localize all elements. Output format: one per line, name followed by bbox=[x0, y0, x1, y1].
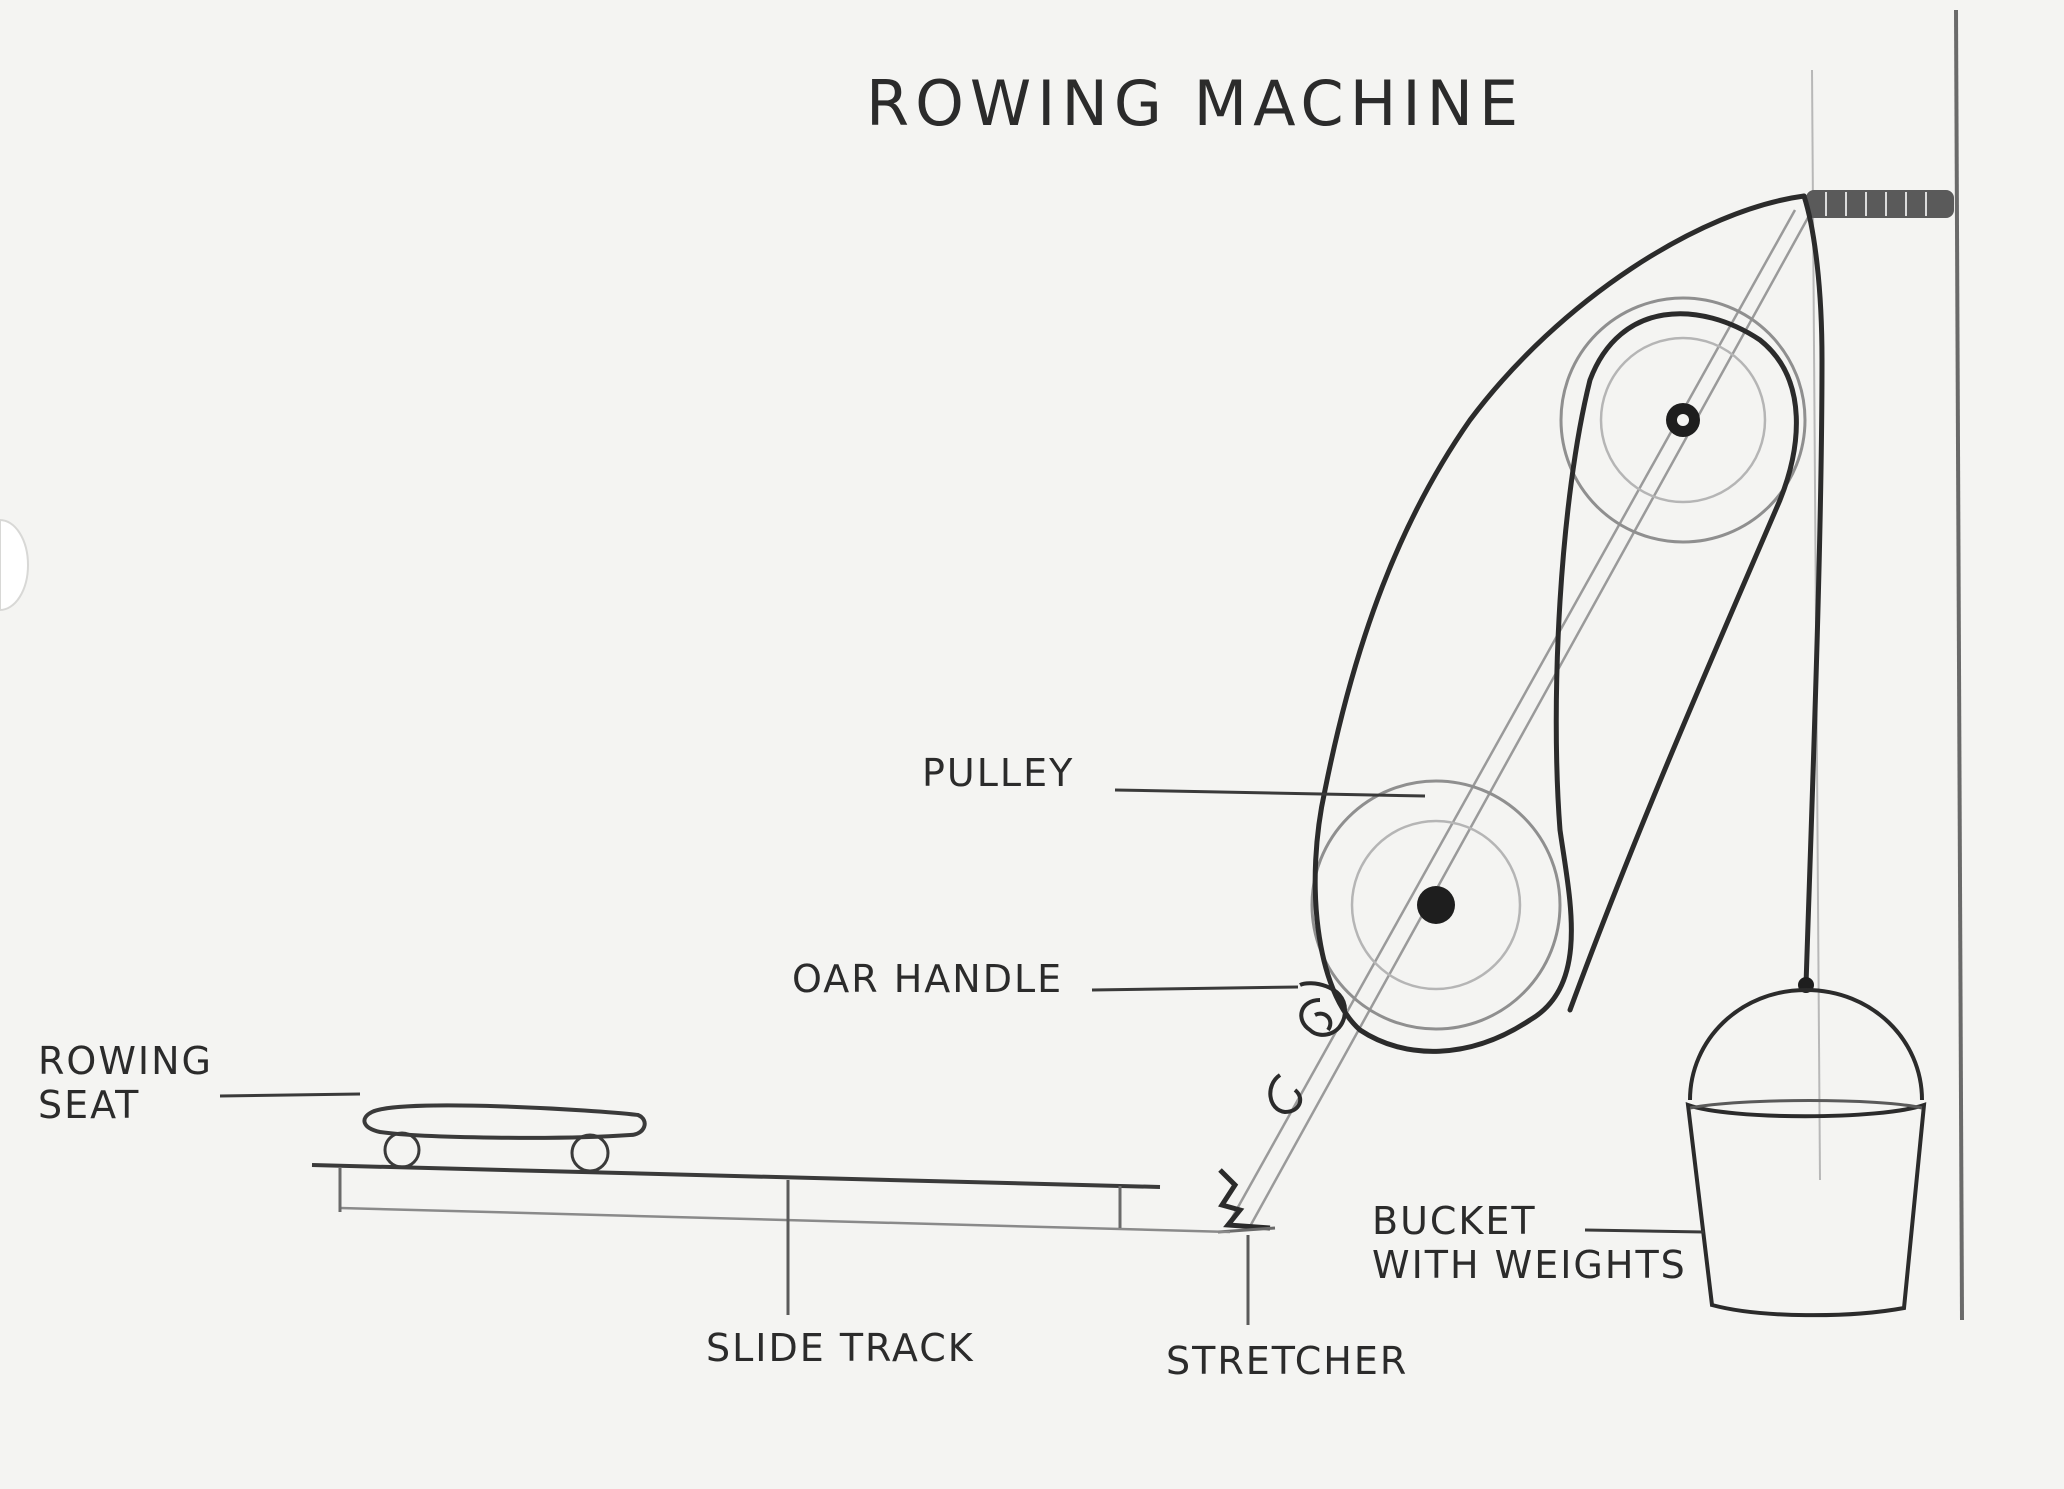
bucket-handle bbox=[1688, 987, 1924, 1101]
oar-handle-sketch bbox=[1299, 981, 1348, 1037]
punch-hole bbox=[0, 518, 29, 612]
bucket-body bbox=[1685, 1102, 1927, 1318]
leader-oar-handle bbox=[1091, 985, 1299, 992]
oar-hook bbox=[1268, 1073, 1303, 1115]
stretcher-sketch bbox=[1218, 1168, 1271, 1231]
label-slide-track: Slide Track bbox=[706, 1326, 975, 1370]
leader-rowing-seat bbox=[219, 1092, 361, 1098]
rowing-seat-top bbox=[362, 1103, 647, 1140]
frame-line bbox=[1226, 209, 1797, 1226]
lower-pulley-outer bbox=[1310, 779, 1562, 1031]
seat-wheel-right bbox=[570, 1133, 610, 1173]
label-rowing-seat: Rowing Seat bbox=[38, 1039, 213, 1127]
wall-bracket bbox=[1806, 190, 1954, 218]
rope-to-bucket bbox=[1801, 193, 1825, 988]
wall-bracket-coils bbox=[1825, 192, 1927, 216]
lower-pulley-axle bbox=[1417, 886, 1455, 924]
wall-line bbox=[1954, 9, 1964, 1321]
lower-pulley-inner bbox=[1350, 819, 1522, 991]
diagram-title: Rowing Machine bbox=[866, 67, 1525, 140]
slide-track-bottom bbox=[339, 1206, 1231, 1234]
frame-line bbox=[1246, 213, 1812, 1231]
leader-bucket bbox=[1584, 1228, 1705, 1234]
label-bucket-with-weights: Bucket with weights bbox=[1372, 1199, 1687, 1287]
rope-outer-loop bbox=[1312, 193, 1807, 1054]
label-oar-handle: Oar Handle bbox=[792, 957, 1064, 1001]
upper-pulley-inner bbox=[1599, 336, 1767, 504]
leader-pulley bbox=[1114, 788, 1426, 798]
label-pulley: Pulley bbox=[922, 751, 1075, 795]
slide-track-top bbox=[311, 1163, 1161, 1189]
label-stretcher: Stretcher bbox=[1166, 1339, 1409, 1383]
upper-pulley-outer bbox=[1559, 296, 1807, 544]
seat-wheel-left bbox=[383, 1131, 421, 1169]
